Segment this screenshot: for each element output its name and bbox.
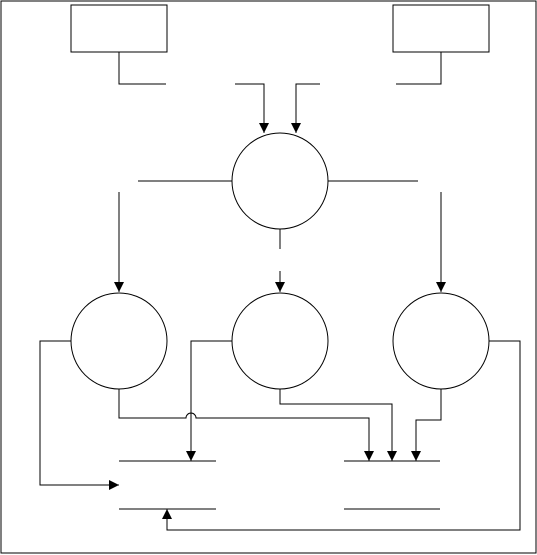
process-middle <box>231 292 329 390</box>
flow-process-right-to-store-left <box>162 340 521 531</box>
flow-process-right-to-store-right-a <box>411 389 442 461</box>
flow-process-middle-to-store-right <box>279 389 397 461</box>
process-left <box>70 292 168 390</box>
flow-entity-right-out <box>396 52 442 85</box>
flow-entity-left-out <box>118 52 166 85</box>
flow-process-middle-to-store-left <box>186 340 232 461</box>
store-left <box>119 460 216 510</box>
entity-right <box>392 4 490 53</box>
process-right <box>392 292 490 390</box>
flow-process-left-to-store-left <box>39 340 119 490</box>
entity-left <box>70 4 168 53</box>
store-right <box>344 460 440 510</box>
flow-into-process-top-a <box>235 83 269 133</box>
process-top <box>231 132 329 230</box>
flow-into-process-top-b <box>291 83 320 133</box>
flow-process-left-to-store-right <box>118 389 374 461</box>
